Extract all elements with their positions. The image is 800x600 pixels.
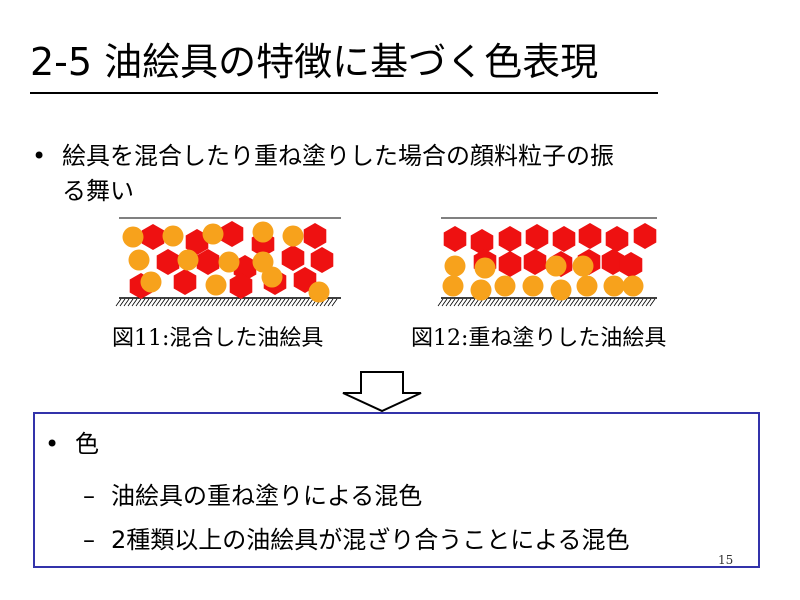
orange-pigment-particle bbox=[205, 274, 227, 296]
orange-pigment-particle bbox=[622, 275, 644, 297]
figure-12-caption: 図12:重ね塗りした油絵具 bbox=[411, 326, 667, 351]
red-pigment-particle bbox=[443, 226, 467, 252]
figure-11-caption: 図11:混合した油絵具 bbox=[112, 326, 324, 351]
red-pigment-particle bbox=[220, 221, 244, 247]
red-pigment-particle bbox=[281, 245, 305, 271]
red-pigment-particle bbox=[310, 247, 334, 273]
red-pigment-particle bbox=[601, 249, 625, 275]
red-pigment-particle bbox=[156, 249, 180, 275]
orange-pigment-particle bbox=[442, 275, 464, 297]
box-sub-item-text: 油絵具の重ね塗りによる混色 bbox=[111, 482, 423, 510]
dash-marker: – bbox=[83, 526, 95, 554]
orange-pigment-particle bbox=[140, 271, 162, 293]
red-pigment-particle bbox=[523, 249, 547, 275]
orange-pigment-particle bbox=[308, 281, 330, 303]
orange-pigment-particle bbox=[522, 275, 544, 297]
red-pigment-particle bbox=[498, 226, 522, 252]
orange-pigment-particle bbox=[261, 266, 283, 288]
bullet-text-line2: る舞い bbox=[62, 177, 134, 205]
red-pigment-particle bbox=[229, 273, 253, 299]
orange-pigment-particle bbox=[122, 226, 144, 248]
figure-11-mixed-paint bbox=[115, 217, 341, 307]
red-pigment-particle bbox=[619, 252, 643, 278]
box-sub-item: –2種類以上の油絵具が混ざり合うことによる混色 bbox=[83, 524, 630, 556]
orange-pigment-particle bbox=[474, 257, 496, 279]
red-pigment-particle bbox=[525, 224, 549, 250]
red-pigment-particle bbox=[196, 249, 220, 275]
red-pigment-particle bbox=[303, 223, 327, 249]
bullet-marker: • bbox=[45, 430, 60, 458]
bullet-item: • 絵具を混合したり重ね塗りした場合の顔料粒子の振 bbox=[32, 139, 614, 173]
red-pigment-particle bbox=[498, 251, 522, 277]
red-pigment-particle bbox=[470, 229, 494, 255]
down-arrow-icon bbox=[342, 371, 422, 413]
orange-pigment-particle bbox=[603, 275, 625, 297]
title-underline bbox=[30, 92, 658, 94]
box-sub-item-text: 2種類以上の油絵具が混ざり合うことによる混色 bbox=[111, 526, 630, 554]
red-pigment-particle bbox=[173, 269, 197, 295]
page-number: 15 bbox=[718, 553, 734, 567]
orange-pigment-particle bbox=[177, 249, 199, 271]
summary-box: •色 –油絵具の重ね塗りによる混色 –2種類以上の油絵具が混ざり合うことによる混… bbox=[33, 412, 760, 568]
box-heading: •色 bbox=[45, 428, 99, 460]
box-sub-item: –油絵具の重ね塗りによる混色 bbox=[83, 480, 422, 512]
orange-pigment-particle bbox=[202, 223, 224, 245]
bullet-marker: • bbox=[32, 142, 47, 170]
red-pigment-particle bbox=[605, 226, 629, 252]
orange-pigment-particle bbox=[162, 225, 184, 247]
red-pigment-particle bbox=[633, 223, 657, 249]
orange-pigment-particle bbox=[576, 275, 598, 297]
orange-pigment-particle bbox=[444, 255, 466, 277]
orange-pigment-particle bbox=[470, 279, 492, 301]
dash-marker: – bbox=[83, 482, 95, 510]
ground-hatch bbox=[437, 298, 656, 307]
red-pigment-particle bbox=[578, 223, 602, 249]
orange-pigment-particle bbox=[282, 225, 304, 247]
ground-hatch bbox=[115, 298, 338, 307]
red-pigment-particle bbox=[141, 224, 165, 250]
bullet-text-line1: 絵具を混合したり重ね塗りした場合の顔料粒子の振 bbox=[62, 142, 614, 170]
slide-title: 2-5 油絵具の特徴に基づく色表現 bbox=[30, 40, 599, 84]
orange-pigment-particle bbox=[545, 255, 567, 277]
orange-pigment-particle bbox=[252, 221, 274, 243]
figure-12-layered-paint bbox=[437, 217, 657, 307]
box-heading-text: 色 bbox=[75, 430, 99, 458]
orange-pigment-particle bbox=[128, 249, 150, 271]
orange-pigment-particle bbox=[494, 275, 516, 297]
orange-pigment-particle bbox=[218, 251, 240, 273]
orange-pigment-particle bbox=[572, 255, 594, 277]
orange-pigment-particle bbox=[550, 279, 572, 301]
red-pigment-particle bbox=[552, 226, 576, 252]
